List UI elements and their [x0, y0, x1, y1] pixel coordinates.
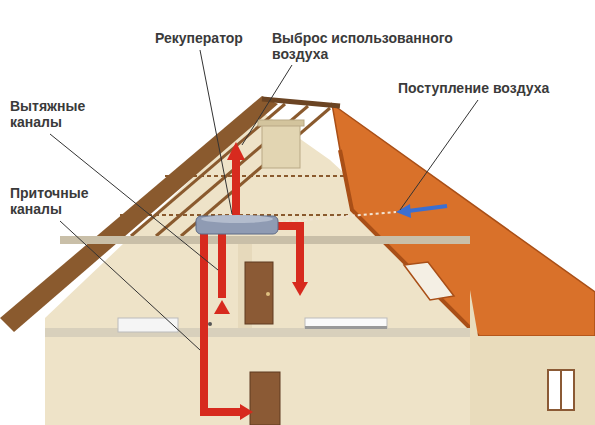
leader-line	[400, 100, 478, 210]
leader-line	[200, 50, 232, 214]
outlet	[208, 322, 212, 326]
supply-duct	[270, 226, 300, 282]
supply-arrowhead	[292, 282, 308, 296]
floor-slab	[45, 328, 470, 337]
leader-line	[242, 65, 292, 145]
door	[250, 372, 280, 425]
attic-floor	[60, 236, 470, 244]
supply-duct	[204, 232, 240, 412]
extract-duct	[218, 232, 226, 298]
leader-line	[50, 134, 218, 270]
exhaust-duct	[232, 160, 240, 220]
side-wall	[470, 290, 595, 425]
bed	[305, 318, 387, 328]
window-frame	[560, 370, 562, 410]
roof-slope	[332, 104, 595, 336]
door-knob	[266, 292, 270, 296]
intake-arrowhead	[396, 204, 411, 218]
callout-label: Выброс использованного воздуха	[272, 30, 487, 62]
cabinet	[118, 318, 178, 332]
callout-label: Приточные каналы	[10, 185, 110, 217]
intake-arrow	[408, 206, 447, 211]
window	[548, 370, 574, 410]
recuperator-unit	[196, 216, 278, 234]
chimney-cap	[258, 120, 304, 126]
recuperator-top	[201, 215, 273, 223]
callout-label: Рекуператор	[155, 30, 265, 46]
supply-arrowhead	[240, 404, 253, 420]
chimney	[262, 124, 300, 168]
bed-base	[305, 326, 387, 329]
ridge-beam	[262, 99, 340, 106]
leader-line	[60, 221, 200, 350]
door	[245, 262, 273, 324]
callout-label: Поступление воздуха	[398, 80, 588, 96]
intake-duct	[280, 212, 396, 222]
callout-label: Вытяжные каналы	[10, 98, 110, 130]
rafter	[181, 108, 330, 236]
roof-rafter-left	[0, 96, 278, 332]
skylight	[404, 262, 454, 300]
extract-arrowhead	[214, 300, 230, 314]
